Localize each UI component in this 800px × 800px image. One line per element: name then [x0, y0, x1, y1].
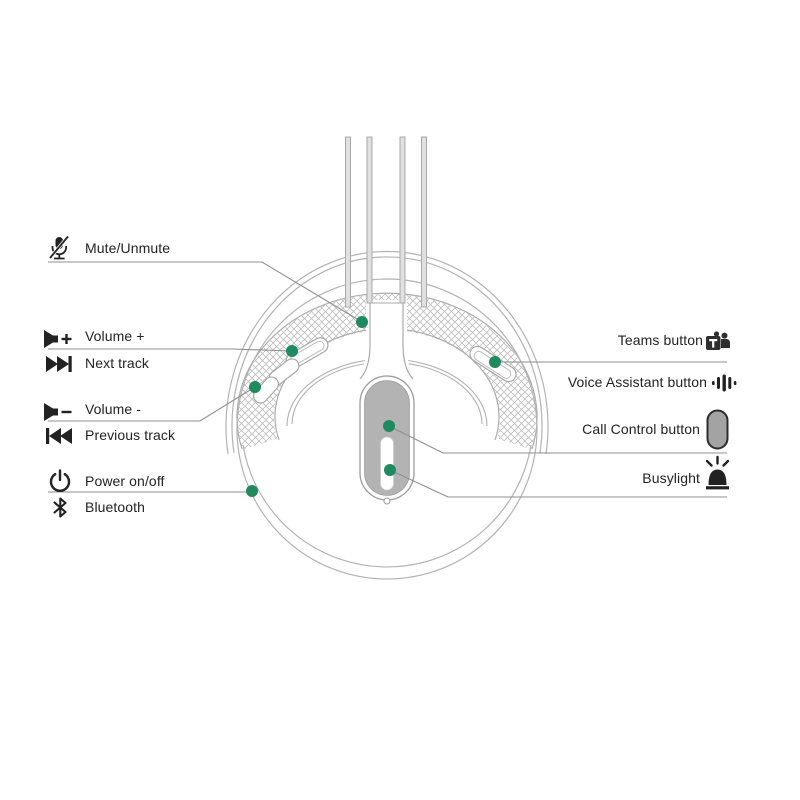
label-teams: Teams button — [617, 332, 703, 348]
label-voice-assistant: Voice Assistant button — [567, 374, 707, 390]
marker-volume-up-next — [286, 345, 298, 357]
headband-fork — [357, 300, 416, 380]
speaker-plus-icon — [42, 329, 76, 354]
voice-wave-icon — [711, 374, 738, 397]
previous-track-icon — [45, 427, 75, 450]
teams-logo-icon — [705, 331, 731, 358]
marker-mute — [356, 316, 368, 328]
label-next-track: Next track — [85, 355, 150, 371]
earcup-front-circle — [236, 278, 538, 580]
leader-volume-down — [48, 386, 256, 422]
capsule-button-icon — [706, 409, 729, 455]
call-control-housing — [359, 375, 415, 505]
marker-call-control — [383, 420, 395, 432]
callout-leader-lines — [48, 261, 727, 498]
leader-mute — [48, 261, 363, 323]
volume-rocker-buttons — [253, 337, 329, 404]
next-track-icon — [45, 355, 75, 378]
mic-slash-icon — [46, 234, 72, 266]
marker-teams-voice — [489, 356, 501, 368]
callout-markers — [246, 316, 501, 497]
headband — [345, 136, 427, 308]
label-volume-up: Volume + — [85, 328, 145, 344]
label-mute: Mute/Unmute — [85, 240, 171, 256]
busylight-slot — [380, 436, 394, 491]
beacon-light-icon — [701, 455, 734, 497]
label-power: Power on/off — [85, 473, 165, 489]
leader-busylight — [389, 469, 727, 498]
microphone-nub — [383, 497, 391, 505]
marker-power-bluetooth — [246, 485, 258, 497]
bluetooth-icon — [50, 496, 71, 524]
label-busylight: Busylight — [642, 470, 700, 486]
speaker-minus-icon — [42, 402, 76, 427]
label-bluetooth: Bluetooth — [85, 499, 146, 515]
marker-volume-down-previous — [249, 381, 261, 393]
leader-call-control — [388, 425, 727, 454]
label-call-control: Call Control button — [582, 421, 700, 437]
leader-volume-up — [48, 348, 293, 352]
power-icon — [48, 469, 72, 498]
label-volume-down: Volume - — [85, 401, 142, 417]
marker-busylight — [384, 464, 396, 476]
label-previous-track: Previous track — [85, 427, 176, 443]
